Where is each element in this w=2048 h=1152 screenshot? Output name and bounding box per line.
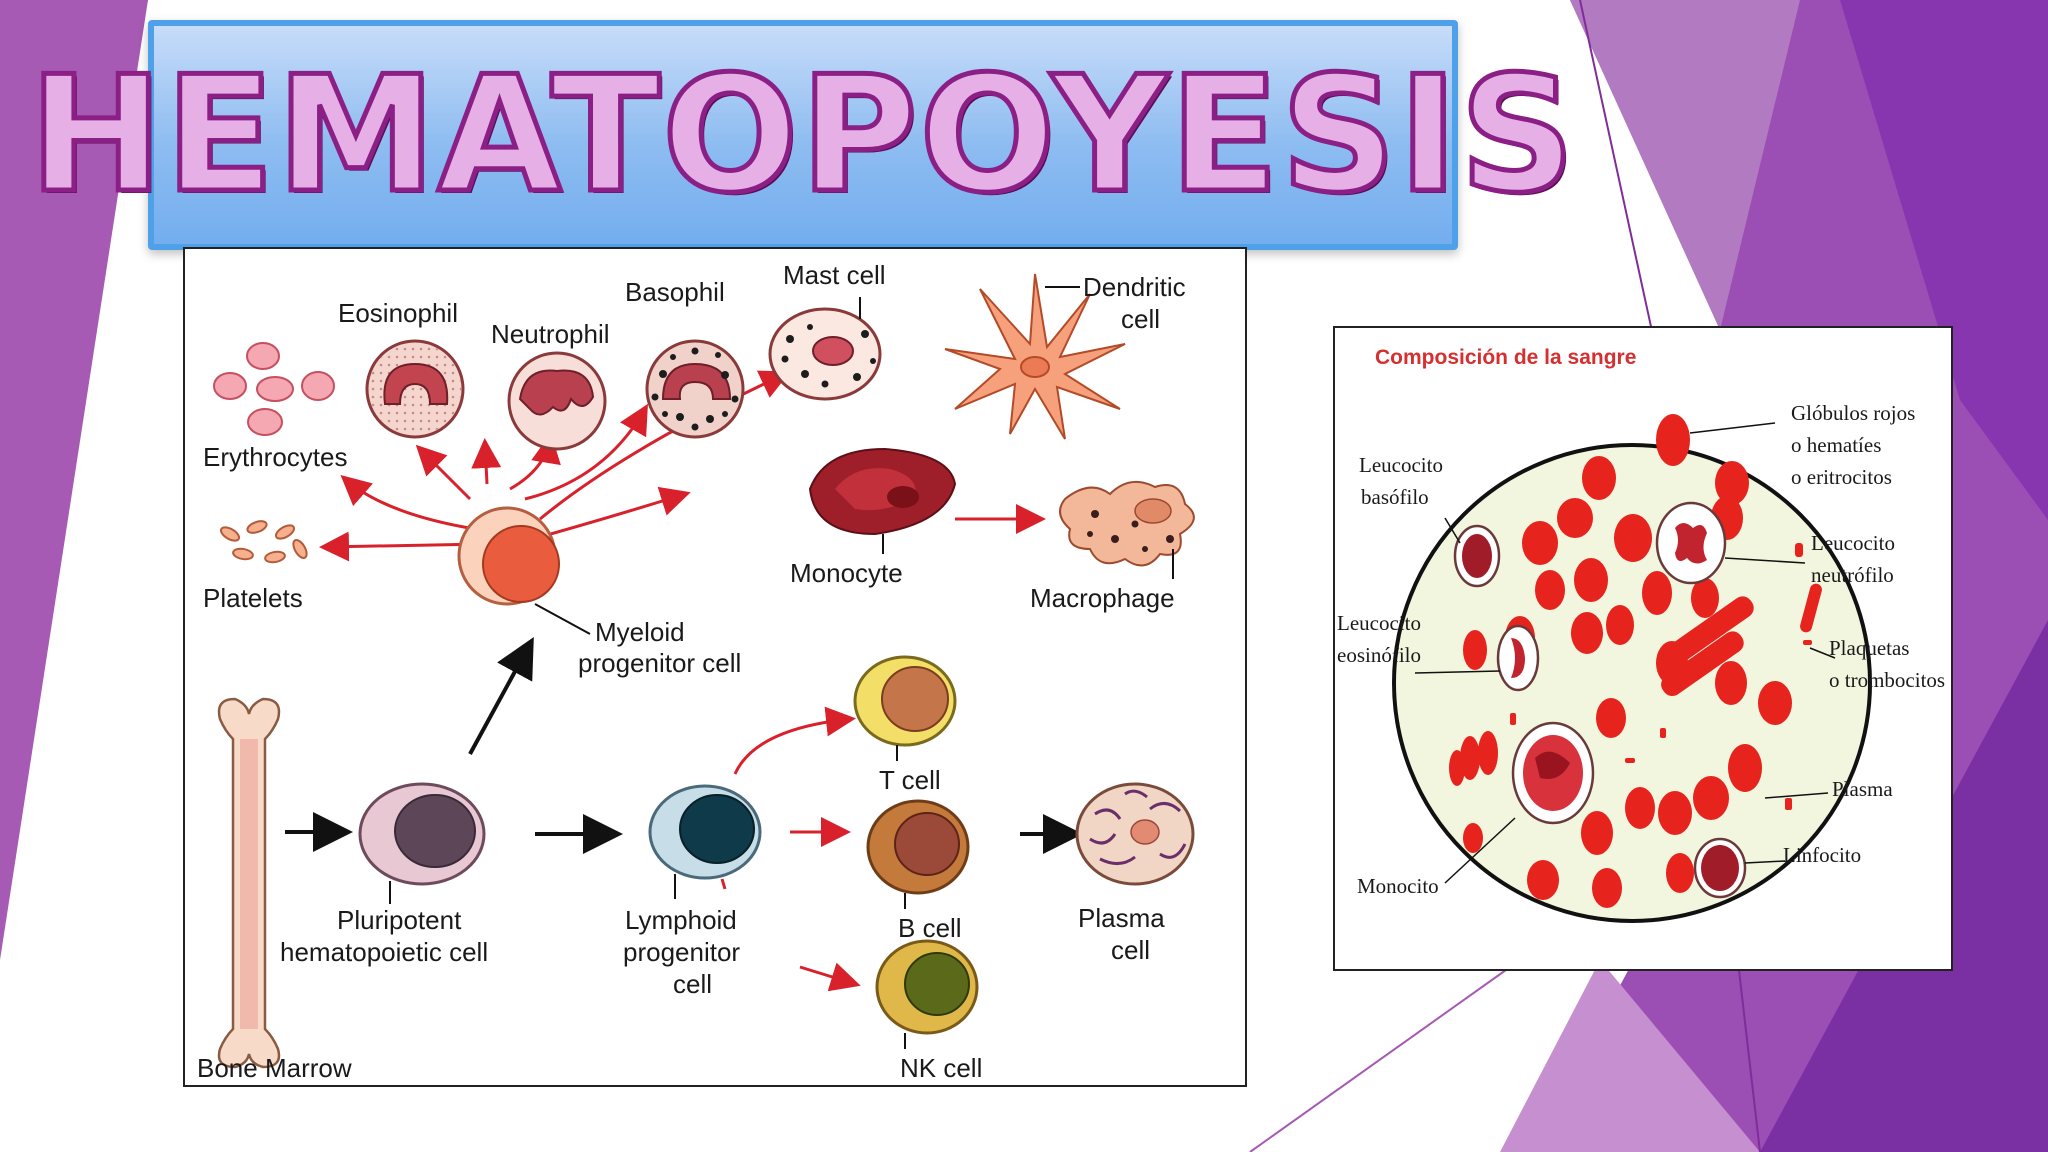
- label-myeloid-2: progenitor cell: [578, 648, 741, 678]
- label-pluripotent-1: Pluripotent: [337, 905, 462, 935]
- blood-label-monocito: Monocito: [1357, 874, 1439, 898]
- label-plasma-2: cell: [1111, 935, 1150, 965]
- mast-cell-icon: [768, 297, 882, 401]
- label-lymphoid-3: cell: [673, 969, 712, 999]
- label-platelets: Platelets: [203, 583, 303, 613]
- blood-composition-svg: Composición de la sangre: [1337, 346, 1945, 923]
- blood-title: Composición de la sangre: [1375, 346, 1636, 369]
- neutrophil-icon: [507, 351, 607, 451]
- pluripotent-cell-icon: [358, 782, 486, 904]
- label-bone-marrow: Bone Marrow: [197, 1053, 352, 1083]
- basophil-icon: [645, 339, 745, 439]
- blood-eosinophil-icon: [1496, 624, 1540, 692]
- decor-line-2: [1249, 959, 1521, 1152]
- t-cell-icon: [853, 655, 957, 761]
- label-t-cell: T cell: [879, 765, 941, 795]
- blood-label-basofilo-2: basófilo: [1361, 485, 1429, 509]
- label-lymphoid-1: Lymphoid: [625, 905, 737, 935]
- blood-monocyte-icon: [1511, 721, 1595, 825]
- blood-label-globulos-2: o hematíes: [1791, 433, 1881, 457]
- blood-label-basofilo-1: Leucocito: [1359, 453, 1443, 477]
- plasma-cell-icon: [1075, 782, 1195, 886]
- label-basophil: Basophil: [625, 277, 725, 307]
- label-lymphoid-2: progenitor: [623, 937, 740, 967]
- title-banner: HEMATOPOYESIS: [27, 20, 1577, 250]
- myeloid-progenitor-icon: [457, 506, 591, 635]
- right-purple-shade-1: [1570, 0, 1800, 330]
- blood-label-globulos-3: o eritrocitos: [1791, 465, 1892, 489]
- blood-label-neutrofilo-2: neutrófilo: [1811, 563, 1894, 587]
- blood-label-eosinofilo-1: Leucocito: [1337, 611, 1421, 635]
- black-arrows: [285, 636, 1083, 854]
- label-dendritic-1: Dendritic: [1083, 272, 1186, 302]
- hematopoiesis-svg: Erythrocytes Platelets Eosinophil Neutro…: [197, 260, 1195, 1083]
- label-neutrophil: Neutrophil: [491, 319, 610, 349]
- eosinophil-icon: [365, 339, 465, 439]
- label-myeloid-1: Myeloid: [595, 617, 685, 647]
- left-purple-band: [0, 0, 148, 960]
- label-mast-cell: Mast cell: [783, 260, 886, 290]
- blood-circle: [1392, 414, 1872, 923]
- slide-title: HEMATOPOYESIS: [27, 41, 1578, 228]
- label-monocyte: Monocyte: [790, 558, 903, 588]
- label-dendritic-2: cell: [1121, 304, 1160, 334]
- label-erythrocytes: Erythrocytes: [203, 442, 348, 472]
- blood-label-plasma: Plasma: [1832, 777, 1893, 801]
- right-purple-shade-4: [1500, 960, 1760, 1152]
- blood-label-linfocito: Linfocito: [1783, 843, 1861, 867]
- lymphoid-arrows: [720, 706, 861, 992]
- blood-basophil-icon: [1453, 524, 1501, 588]
- blood-label-plaquetas-2: o trombocitos: [1829, 668, 1945, 692]
- b-cell-icon: [866, 799, 970, 909]
- bone-marrow-icon: [217, 697, 281, 1069]
- blood-composition-diagram: Composición de la sangre: [1333, 326, 1953, 971]
- blood-label-plaquetas-1: Plaquetas: [1829, 636, 1909, 660]
- blood-label-globulos-1: Glóbulos rojos: [1791, 401, 1915, 425]
- platelets-icon: [219, 520, 308, 564]
- label-b-cell: B cell: [898, 913, 962, 943]
- right-purple-shade-2: [1840, 0, 2048, 520]
- blood-label-neutrofilo-1: Leucocito: [1811, 531, 1895, 555]
- hematopoiesis-diagram: Erythrocytes Platelets Eosinophil Neutro…: [183, 247, 1247, 1087]
- label-nk-cell: NK cell: [900, 1053, 982, 1083]
- label-plasma-1: Plasma: [1078, 903, 1165, 933]
- macrophage-icon: [1059, 480, 1195, 579]
- blood-lymphocyte-icon: [1693, 837, 1747, 899]
- nk-cell-icon: [875, 939, 979, 1049]
- label-macrophage: Macrophage: [1030, 583, 1175, 613]
- blood-neutrophil-icon: [1655, 501, 1727, 585]
- erythrocytes-icon: [213, 342, 335, 436]
- monocyte-icon: [808, 447, 957, 554]
- blood-pointer-lines: [1414, 422, 1836, 884]
- dendritic-cell-icon: [944, 273, 1126, 440]
- lymphoid-progenitor-icon: [648, 784, 762, 899]
- label-eosinophil: Eosinophil: [338, 298, 458, 328]
- blood-label-eosinofilo-2: eosinófilo: [1337, 643, 1421, 667]
- label-pluripotent-2: hematopoietic cell: [280, 937, 488, 967]
